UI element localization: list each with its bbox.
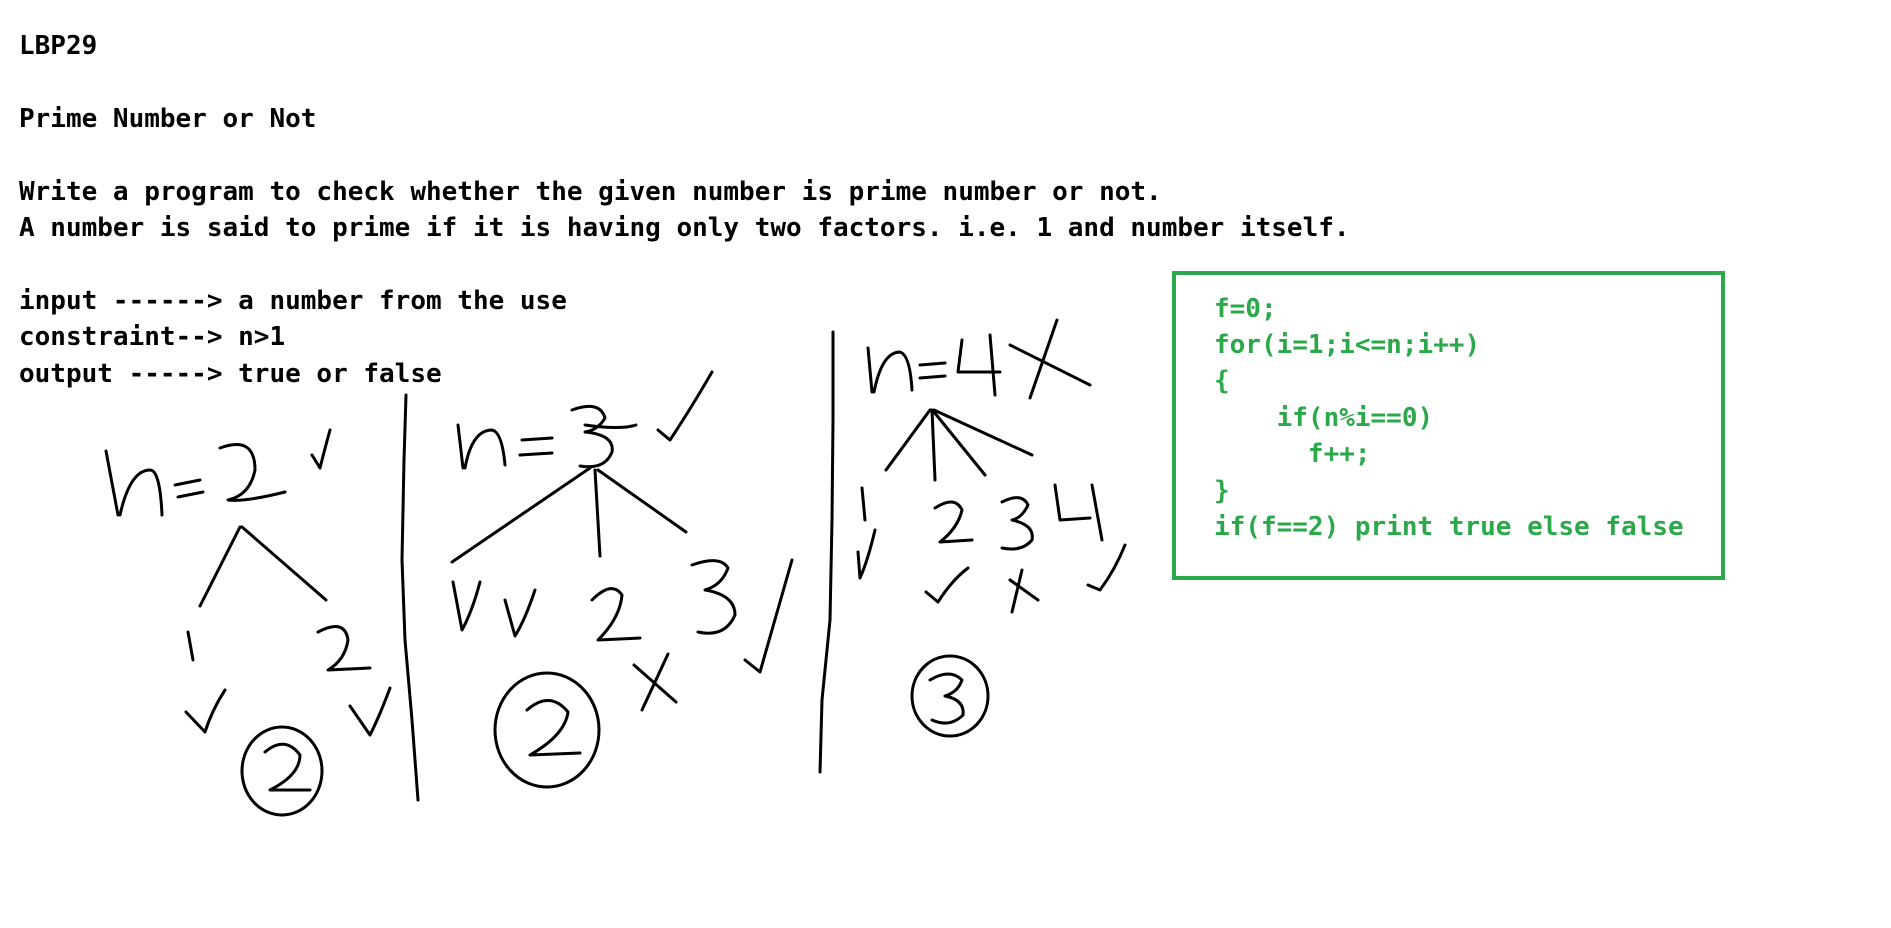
sketch-n2: [104, 428, 392, 817]
sketch-n3-factor-2: [590, 587, 642, 642]
code-box: f=0; for(i=1;i<=n;i++) { if(n%i==0) f++;…: [1172, 271, 1725, 580]
sketch-n2-factor-1: [186, 630, 195, 662]
sketch-n2-check-1: [184, 688, 227, 734]
page-title: Prime Number or Not: [19, 104, 317, 134]
sketch-n3-count: [525, 699, 582, 757]
sketch-n4-check-1: [856, 528, 877, 580]
sketch-n4-factor-4: [1053, 483, 1104, 542]
code-line-2: for(i=1;i<=n;i++): [1214, 330, 1481, 360]
spec-constraint: constraint--> n>1: [19, 322, 286, 352]
sketch-n2-branch-left: [198, 525, 242, 608]
sketch-n3-check: [656, 370, 714, 442]
spec-input: input ------> a number from the use: [19, 286, 567, 316]
sketch-n4-factor-3: [1000, 496, 1034, 551]
sketch-n4-branch-left: [884, 408, 932, 472]
sketch-n2-check: [310, 428, 332, 470]
sketch-n3-check-2: [503, 588, 537, 638]
code-line-7: if(f==2) print true else false: [1214, 512, 1684, 542]
sketch-n3-check-1: [451, 580, 482, 632]
sketch-n4: [856, 318, 1127, 738]
sketch-n4-count-circle: [910, 654, 990, 738]
sketch-n2-check-2: [348, 686, 392, 737]
code-line-6: }: [1214, 476, 1230, 506]
sketch-n2-count: [263, 742, 312, 792]
sketch-n2-label: [104, 443, 287, 517]
sketch-n3-count-circle: [493, 671, 601, 789]
sketch-n3-label: [456, 404, 638, 470]
code-line-3: {: [1214, 366, 1230, 396]
spec-output: output -----> true or false: [19, 359, 442, 389]
code-id: LBP29: [19, 31, 98, 61]
sketch-n4-cross-3: [1008, 568, 1040, 614]
sketch-n3-cross: [632, 652, 678, 712]
sketch-n4-check-4: [1086, 543, 1127, 592]
sketch-n4-label: [866, 333, 1002, 397]
sketch-n3-branch-right: [596, 468, 688, 534]
sketch-n4-branch-mid: [930, 408, 937, 482]
sketch-n4-branch-midright: [932, 410, 987, 477]
description-line-2: A number is said to prime if it is havin…: [19, 213, 1350, 243]
sketch-n4-count: [928, 672, 965, 725]
sketch-n4-branch-right: [932, 408, 1034, 457]
code-line-4: if(n%i==0): [1214, 403, 1434, 433]
description-line-1: Write a program to check whether the giv…: [19, 177, 1162, 207]
sketch-n2-factor-2: [316, 625, 372, 672]
sketch-n3-branch-left: [450, 466, 592, 564]
sketch-n4-check-2: [924, 566, 970, 604]
divider-line-1: [400, 393, 420, 802]
sketch-n4-factor-2: [933, 500, 974, 544]
sketch-n4-cross: [1008, 318, 1092, 400]
sketch-n2-branch-right: [240, 525, 328, 602]
sketch-n2-count-circle: [240, 725, 324, 817]
sketch-n3: [450, 370, 794, 789]
sketch-n3-branch-mid: [593, 468, 602, 558]
sketch-n3-factor-3: [690, 559, 737, 635]
code-line-1: f=0;: [1214, 294, 1277, 324]
sketch-n4-factor-1: [860, 486, 867, 522]
code-line-5: f++;: [1214, 439, 1371, 469]
sketch-n3-check-3: [743, 558, 794, 674]
divider-line-2: [818, 330, 835, 774]
